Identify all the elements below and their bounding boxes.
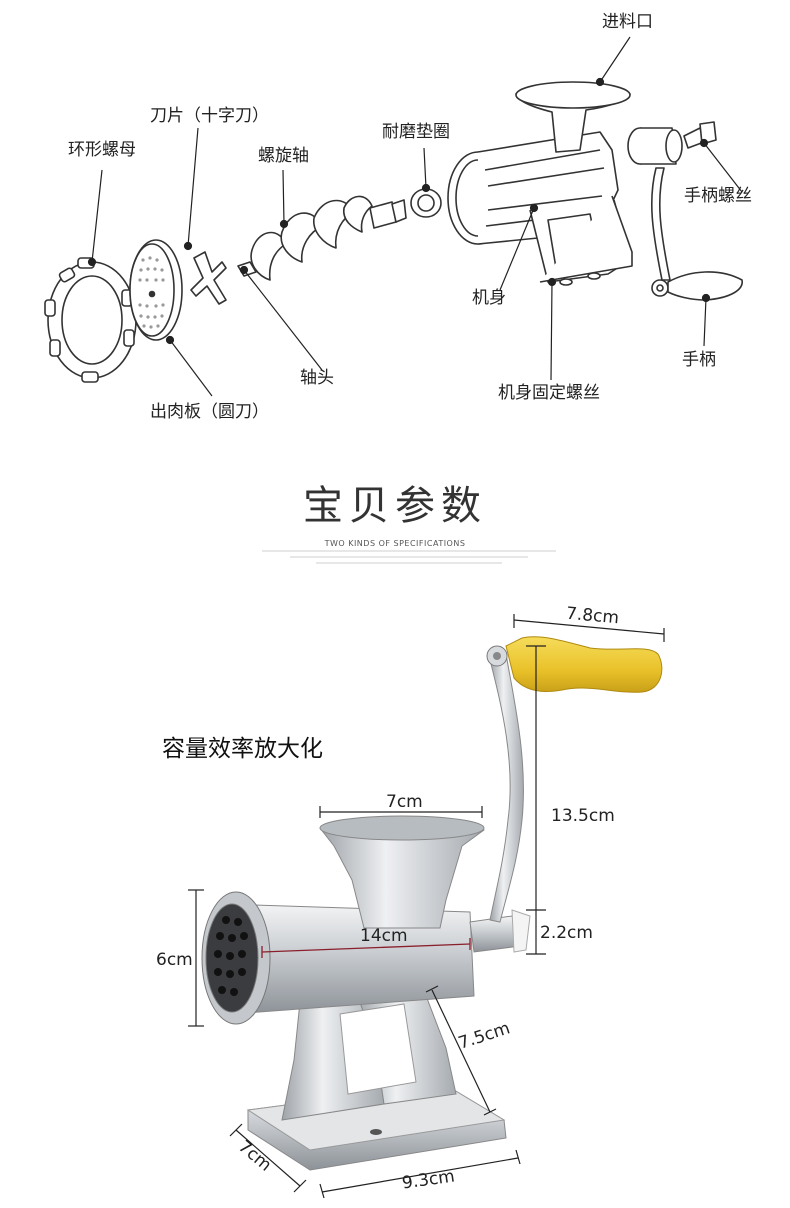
label-fixing-screw: 机身固定螺丝 xyxy=(498,383,600,403)
cross-blade-part xyxy=(190,251,227,305)
meat-grinder-photo xyxy=(201,636,663,1171)
label-body: 机身 xyxy=(472,288,506,308)
label-feed-inlet: 进料口 xyxy=(602,12,653,32)
dimension-lines xyxy=(188,614,665,1199)
label-blade: 刀片（十字刀） xyxy=(150,106,269,126)
dim-spindle: 2.2cm xyxy=(540,923,593,943)
label-handle-screw: 手柄螺丝 xyxy=(684,186,752,206)
barrel-dimension-line xyxy=(261,938,471,958)
label-washer: 耐磨垫圈 xyxy=(382,122,450,142)
crank-part xyxy=(627,127,743,301)
label-screw-shaft: 螺旋轴 xyxy=(258,146,309,166)
ring-nut-part xyxy=(44,257,137,383)
section-subtitle: TWO KINDS OF SPECIFICATIONS xyxy=(324,539,466,548)
plate-part xyxy=(129,239,183,341)
capacity-caption: 容量效率放大化 xyxy=(162,736,323,762)
label-handle: 手柄 xyxy=(682,350,716,370)
label-plate: 出肉板（圆刀） xyxy=(150,402,269,422)
dim-barrel-length: 14cm xyxy=(360,926,408,946)
handle-screw-part xyxy=(683,121,717,149)
dim-crank-height: 13.5cm xyxy=(551,806,615,826)
washer-part xyxy=(410,188,442,218)
label-shaft-head: 轴头 xyxy=(300,368,334,388)
body-part xyxy=(447,81,633,286)
dim-hopper-width: 7cm xyxy=(386,792,423,812)
label-ring-nut: 环形螺母 xyxy=(68,140,136,160)
dim-handle-length: 7.8cm xyxy=(565,603,620,629)
screw-shaft-part xyxy=(237,195,407,281)
dim-barrel-height: 6cm xyxy=(156,950,193,970)
section-title: 宝贝参数 xyxy=(303,483,487,529)
